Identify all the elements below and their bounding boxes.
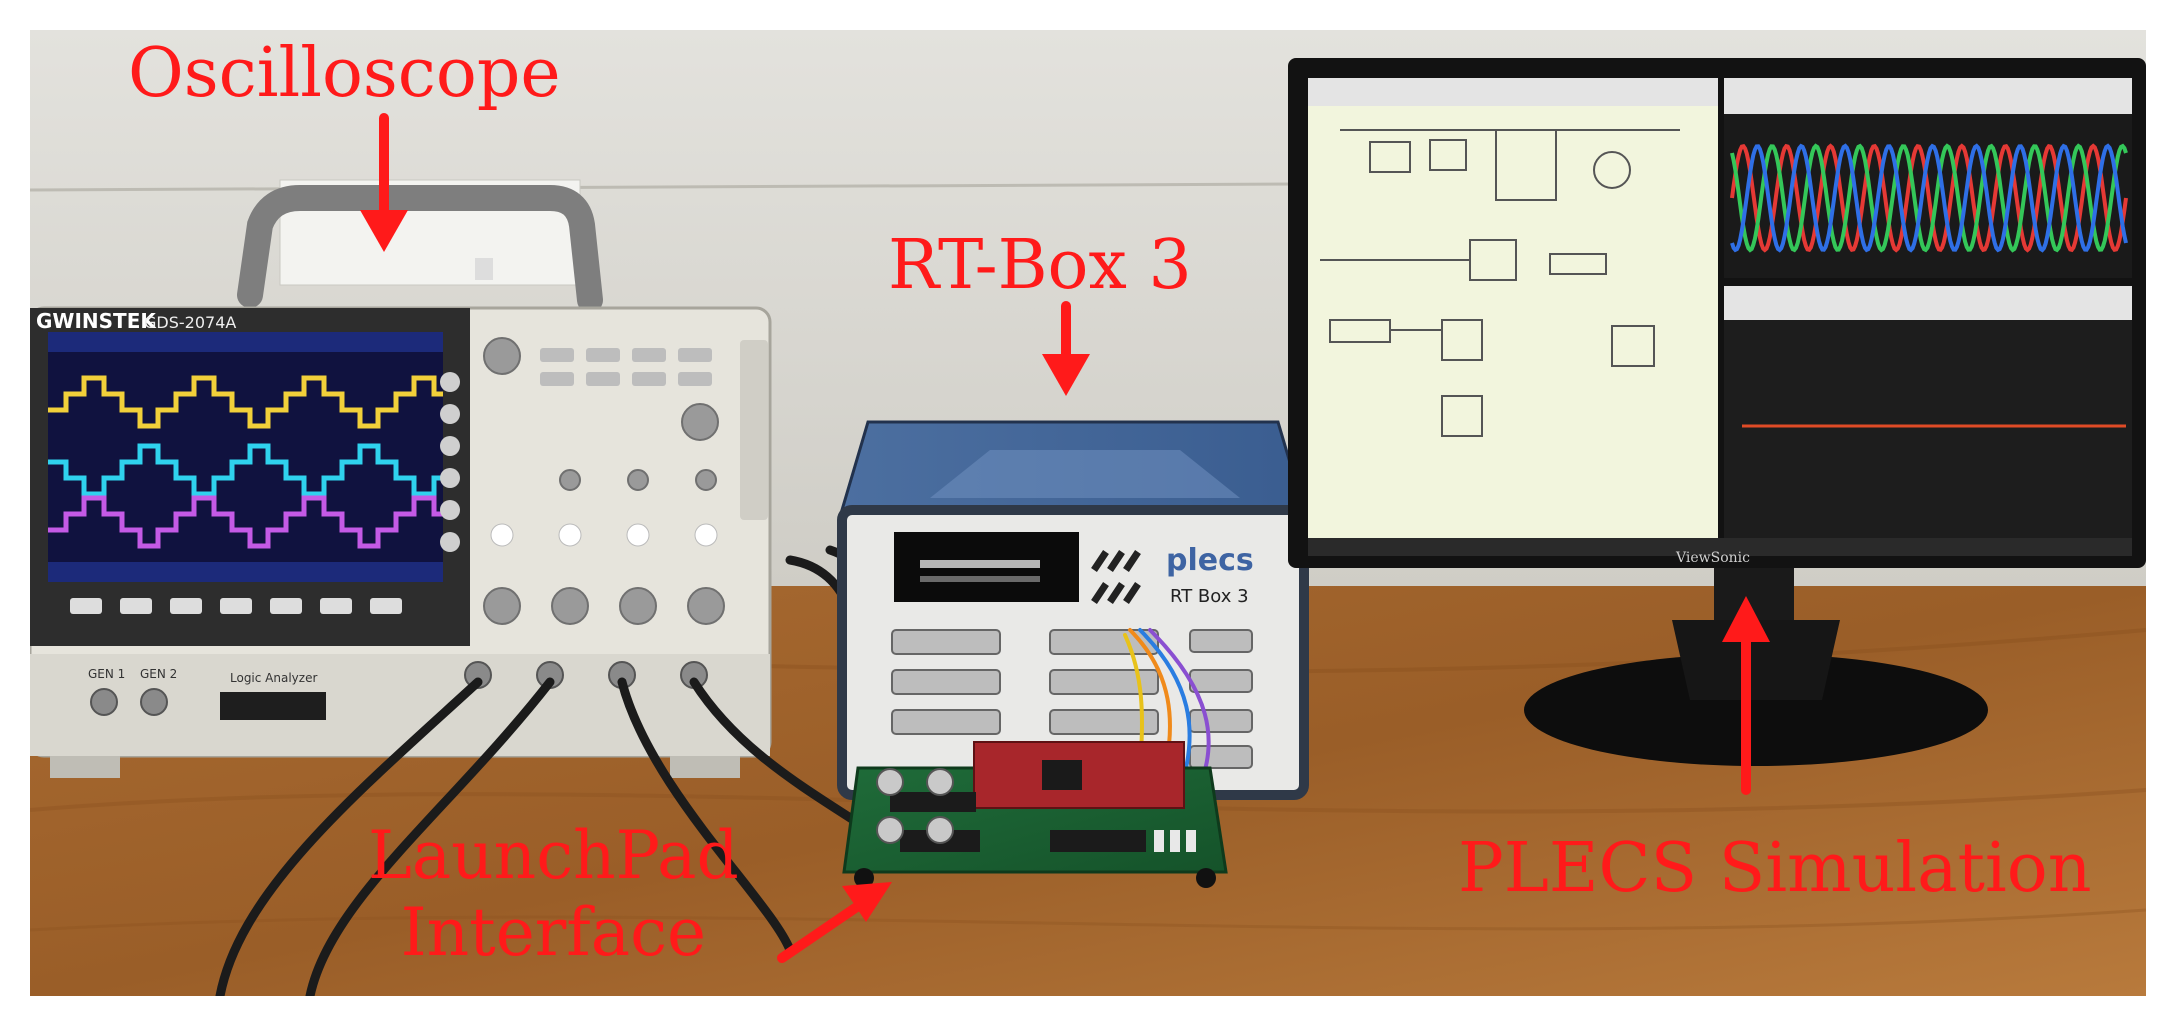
rtbox-brand-text: plecs	[1166, 543, 1254, 578]
arrow-plecs	[1722, 596, 1770, 795]
arrow-launchpad	[777, 882, 892, 963]
arrow-oscilloscope	[360, 113, 408, 252]
rt-box	[837, 420, 1309, 800]
scope-brand-text: GWINSTEK	[36, 309, 157, 333]
rtbox-model-text: RT Box 3	[1170, 586, 1249, 607]
scope-trace-yellow	[48, 375, 443, 429]
label-launchpad-line2: Interface	[400, 893, 707, 971]
scope-trace-cyan	[48, 443, 443, 497]
label-plecs-simulation: PLECS Simulation	[1458, 829, 2092, 908]
launchpad-interface	[842, 741, 1228, 888]
callout-arrows	[360, 113, 1770, 963]
label-oscilloscope: Oscilloscope	[128, 34, 561, 113]
lab-bench-photo: GWINSTEK GDS-2074A GEN 1 GEN 2 Logic Ana…	[30, 30, 2146, 996]
scope-model-text: GDS-2074A	[144, 313, 236, 332]
plecs-three-phase-waves	[1730, 143, 2128, 253]
monitor-stand-base	[1524, 654, 1988, 766]
scope-handle	[237, 185, 603, 313]
scope-gen2-text: GEN 2	[140, 667, 177, 681]
scope-gen1-text: GEN 1	[88, 667, 125, 681]
scope-trace-magenta	[48, 495, 443, 549]
monitor-brand-text: ViewSonic	[1675, 550, 1750, 566]
scope-logic-text: Logic Analyzer	[230, 671, 317, 685]
plecs-scope-window-2	[1724, 286, 2132, 556]
label-launchpad-line1: LaunchPad	[368, 817, 739, 894]
plecs-schematic-window	[1308, 78, 1718, 556]
label-rt-box: RT-Box 3	[888, 226, 1192, 305]
arrow-rtbox	[1042, 301, 1090, 396]
photo-illustration: GWINSTEK GDS-2074A GEN 1 GEN 2 Logic Ana…	[30, 30, 2146, 996]
scope-display	[48, 332, 443, 582]
monitor	[1288, 58, 2146, 766]
label-launchpad-interface: LaunchPad Interface	[368, 817, 739, 971]
oscilloscope	[30, 185, 772, 778]
